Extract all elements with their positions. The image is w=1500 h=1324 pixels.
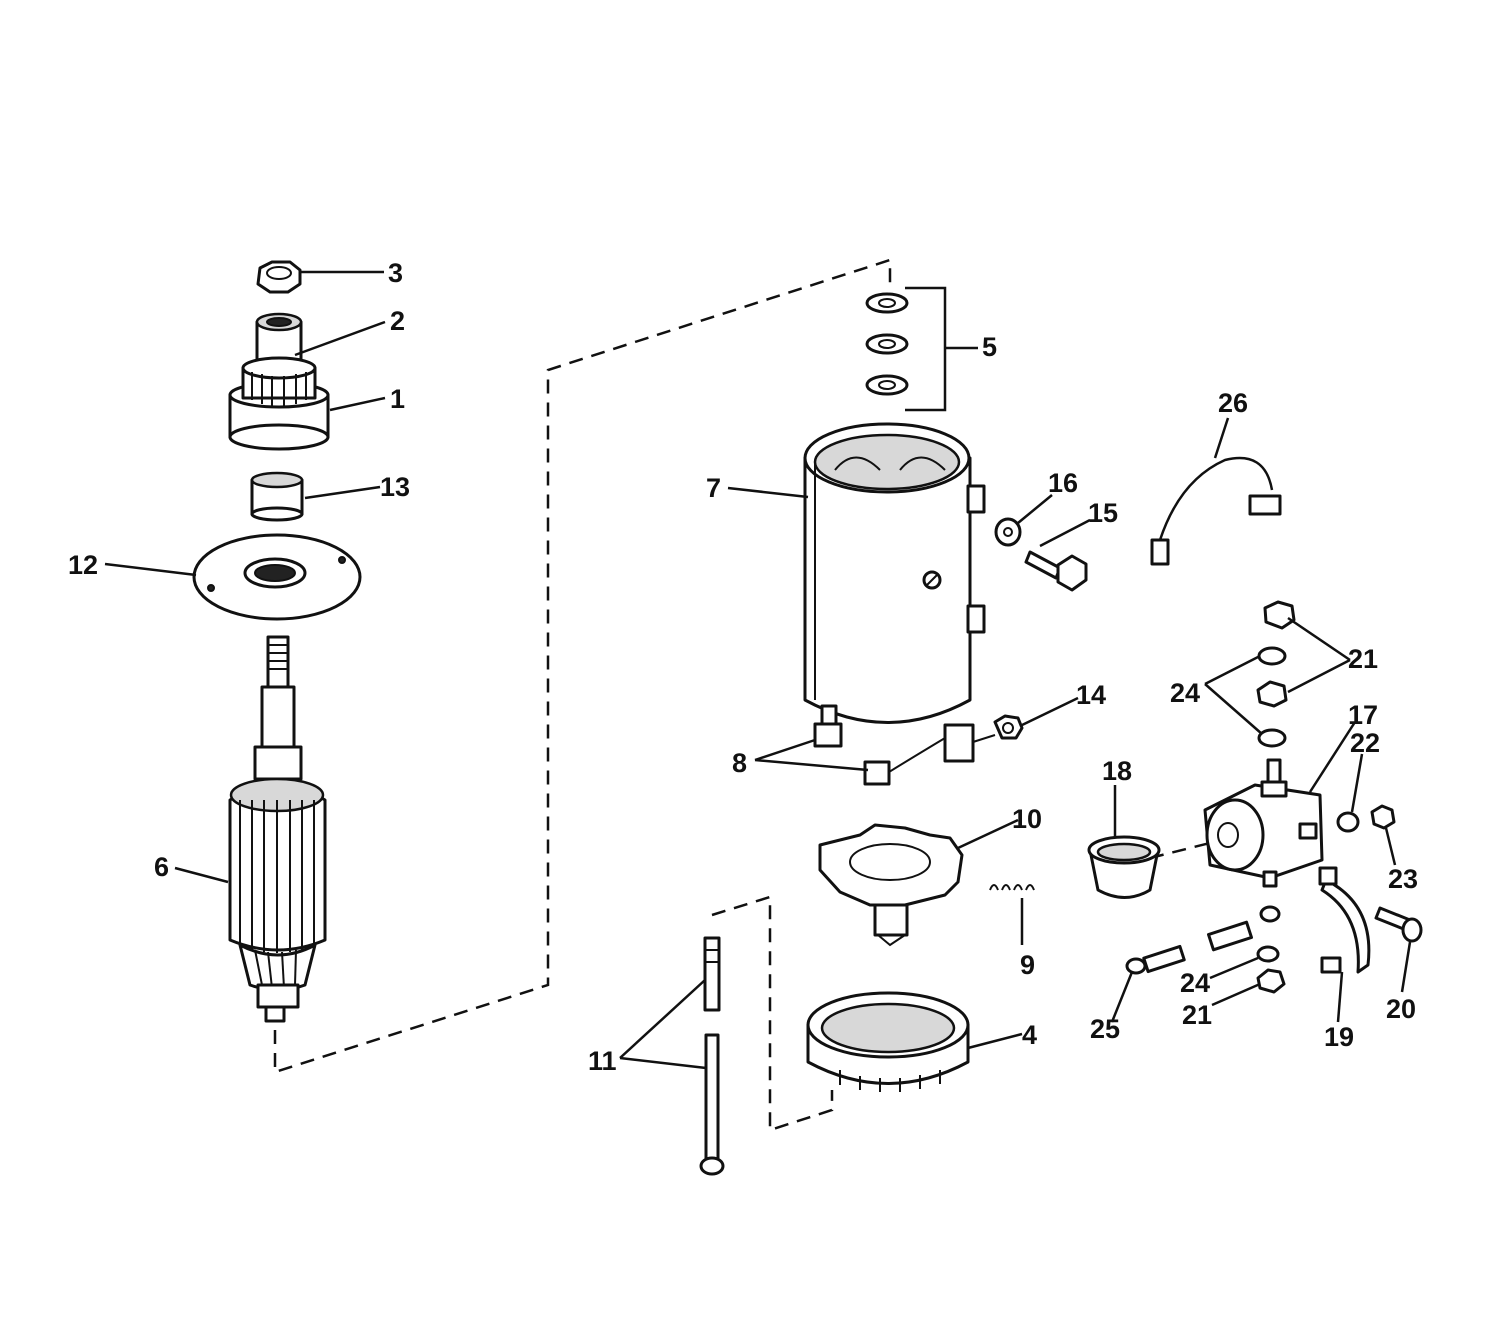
callout-2: 2 [390,306,405,336]
part-1-drive-pinion [228,356,330,451]
part-15-bolt [1024,550,1088,592]
callout-25: 25 [1090,1014,1120,1044]
assembly-guide-line-solenoid [1149,841,1211,860]
callout-22: 22 [1350,728,1380,758]
callout-21a: 21 [1348,644,1378,674]
part-24-lockwasher-lower [1256,945,1280,963]
callout-4: 4 [1022,1020,1037,1050]
callout-21b: 21 [1182,1000,1212,1030]
callout-7: 7 [706,473,721,503]
callout-5: 5 [982,332,997,362]
part-21-nut-lower [1256,968,1286,994]
callout-23: 23 [1388,864,1418,894]
part-16-washer [994,517,1022,547]
assembly-guide-line-main [273,258,892,1074]
part-26-cable [1150,456,1282,566]
callout-14: 14 [1076,680,1106,710]
part-25-lead [1125,905,1281,975]
part-18-boot [1087,835,1161,899]
part-3-nut [256,260,302,294]
part-20-screw [1374,906,1423,943]
part-14-nut [993,714,1024,740]
part-8-brushes [813,722,996,786]
callout-11: 11 [588,1046,617,1076]
callout-9: 9 [1020,950,1035,980]
callout-20: 20 [1386,994,1416,1024]
callout-8: 8 [732,748,747,778]
part-11-through-bolts [699,936,725,1176]
part-10-brush-plate [818,823,964,947]
callout-26: 26 [1218,388,1248,418]
part-21-nut-upper [1263,600,1296,630]
part-21-nut-middle [1256,680,1288,708]
part-17-solenoid [1203,758,1324,888]
callout-15: 15 [1088,498,1118,528]
part-19-strap [1318,866,1371,974]
callout-12: 12 [68,550,98,580]
part-23-nut [1370,804,1396,830]
callout-18: 18 [1102,756,1132,786]
callout-17: 17 [1348,700,1378,730]
callout-6: 6 [154,852,169,882]
callout-10: 10 [1012,804,1042,834]
leader-lines [104,270,1412,1070]
part-5-bracket [905,286,947,412]
part-2-drive-sleeve [255,312,303,370]
part-5-washers [865,292,909,396]
part-7-field-frame [803,422,986,728]
callout-19: 19 [1324,1022,1354,1052]
callout-13: 13 [380,472,410,502]
callout-16: 16 [1048,468,1078,498]
callout-24a: 24 [1170,678,1200,708]
part-24-lockwasher-upper [1257,646,1287,666]
part-22-washer [1336,811,1360,833]
callout-3: 3 [388,258,403,288]
part-12-end-plate [192,533,362,621]
part-9-springs [989,884,1035,891]
part-4-end-cap [806,991,970,1092]
part-24-lockwasher-middle [1257,728,1287,748]
part-6-armature [228,635,327,1023]
callout-1: 1 [390,384,405,414]
part-13-bushing [250,471,304,522]
callout-24b: 24 [1180,968,1210,998]
